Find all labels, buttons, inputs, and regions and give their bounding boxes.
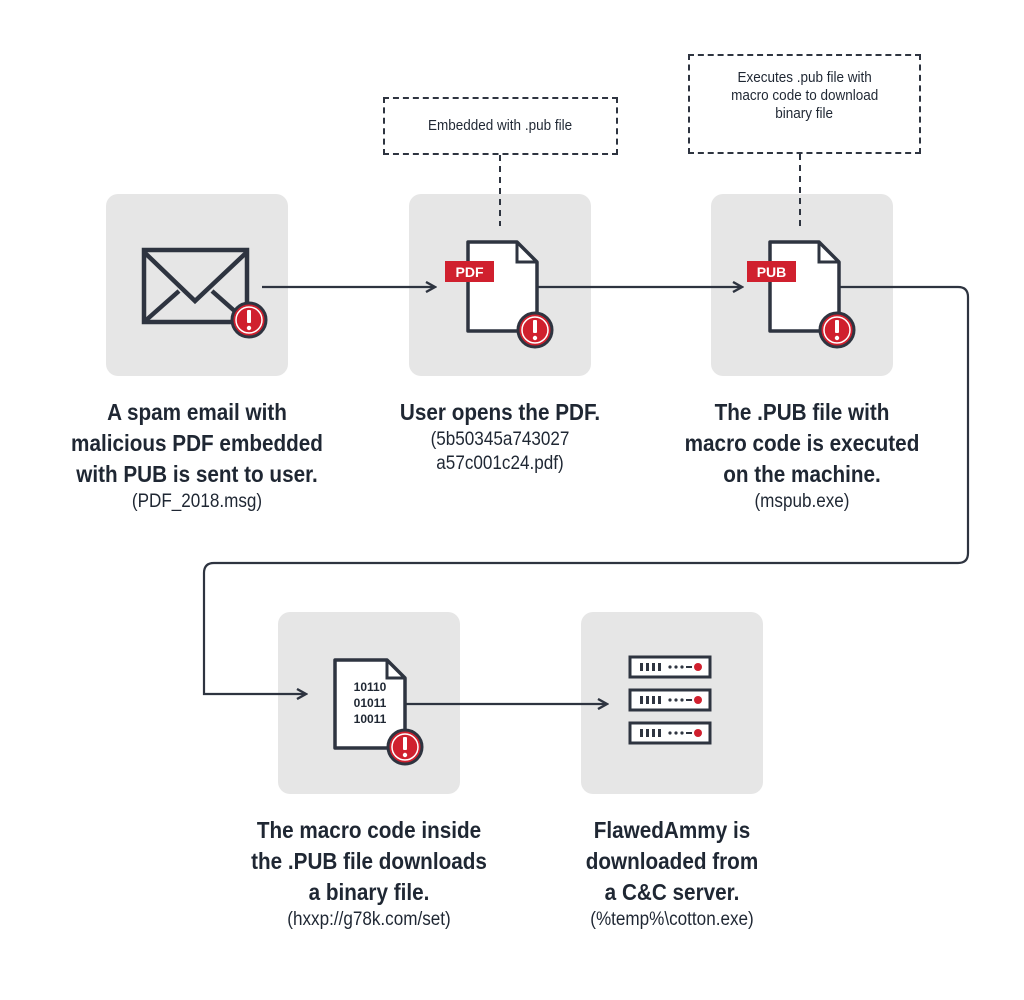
- step-4-label: The macro code inside the .PUB file down…: [219, 815, 519, 932]
- callout-line: Executes .pub file with: [737, 69, 872, 86]
- server-unit: [628, 721, 712, 745]
- label-sub: (hxxp://g78k.com/set): [287, 909, 451, 930]
- label-line: A spam email with: [107, 399, 287, 425]
- step-1-label: A spam email with malicious PDF embedded…: [47, 397, 347, 514]
- callout-executes: Executes .pub file with macro code to do…: [688, 54, 921, 154]
- step-2-label: User opens the PDF. (5b50345a743027 a57c…: [350, 397, 650, 476]
- label-line: FlawedAmmy is: [593, 817, 751, 843]
- label-sub: (mspub.exe): [754, 491, 850, 512]
- arrow-3-to-4: [202, 285, 970, 694]
- alert-icon: [818, 311, 856, 349]
- server-unit: [628, 655, 712, 679]
- pub-badge-text: PUB: [757, 264, 787, 280]
- label-sub: (5b50345a743027: [430, 429, 570, 450]
- alert-icon: [516, 311, 554, 349]
- label-line: malicious PDF embedded: [71, 430, 323, 456]
- step-5-label: FlawedAmmy is downloaded from a C&C serv…: [522, 815, 822, 932]
- label-sub: a57c001c24.pdf): [436, 453, 564, 474]
- binary-line: 01011: [354, 696, 387, 710]
- callout-line: Embedded with .pub file: [428, 117, 573, 134]
- binary-file-icon: 10110 01011 10011: [333, 658, 424, 766]
- step-1-card: [106, 194, 288, 376]
- step-3-label: The .PUB file with macro code is execute…: [652, 397, 952, 514]
- label-line: macro code is executed: [684, 430, 920, 456]
- binary-line: 10011: [354, 712, 387, 726]
- server-icon: [628, 655, 712, 745]
- alert-icon: [230, 301, 268, 339]
- label-line: a C&C server.: [604, 879, 740, 905]
- pdf-file-icon: PDF: [445, 240, 554, 349]
- label-line: The macro code inside: [256, 817, 482, 843]
- server-unit: [628, 688, 712, 712]
- label-line: on the machine.: [723, 461, 881, 487]
- label-line: a binary file.: [308, 879, 430, 905]
- label-line: User opens the PDF.: [399, 399, 601, 425]
- pdf-badge-text: PDF: [456, 264, 484, 280]
- label-line: the .PUB file downloads: [251, 848, 487, 874]
- label-line: with PUB is sent to user.: [76, 461, 318, 487]
- pub-file-icon: PUB: [747, 240, 856, 349]
- label-line: downloaded from: [585, 848, 759, 874]
- callout-embedded: Embedded with .pub file: [383, 97, 618, 155]
- callout-line: macro code to download: [730, 87, 879, 104]
- label-sub: (PDF_2018.msg): [131, 491, 263, 512]
- alert-icon: [386, 728, 424, 766]
- binary-line: 10110: [354, 680, 387, 694]
- envelope-icon: [141, 247, 268, 339]
- label-sub: (%temp%\cotton.exe): [590, 909, 754, 930]
- label-line: The .PUB file with: [714, 399, 890, 425]
- callout-line: binary file: [775, 105, 834, 122]
